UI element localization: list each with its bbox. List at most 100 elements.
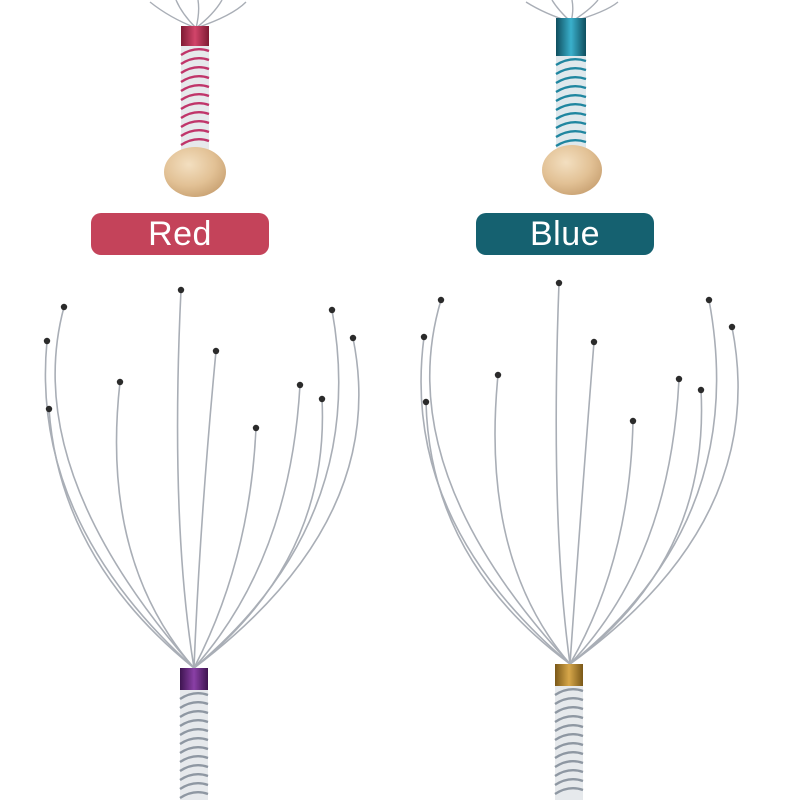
wire-tip: [420, 333, 428, 341]
wire-tip: [629, 417, 637, 425]
wire-tip: [728, 323, 736, 331]
red-massager-handle-top: [149, 0, 247, 197]
head-massager-wire-icon: [44, 289, 360, 669]
coil-turn: [554, 769, 584, 778]
coil-turn: [180, 111, 210, 120]
variant-label-red[interactable]: Red: [91, 213, 269, 255]
coil-turn: [180, 84, 210, 93]
blue-variant-massager: [420, 279, 739, 800]
wire-tip: [590, 338, 598, 346]
wire-tip: [494, 371, 502, 379]
wire-tip: [45, 405, 53, 413]
coil-wrap: [179, 692, 209, 800]
massager-wire: [569, 378, 680, 665]
massager-wire: [569, 420, 634, 665]
coil-wrap: [180, 48, 210, 147]
coil-turn: [554, 742, 584, 751]
coil-turn: [180, 66, 210, 75]
wire-tip: [555, 279, 563, 287]
coil-turn: [554, 715, 584, 724]
coil-turn: [179, 710, 209, 719]
massager-wire: [176, 289, 195, 669]
coil-turn: [180, 138, 210, 147]
red-collar: [181, 26, 209, 46]
coil-turn: [555, 76, 587, 85]
coil-turn: [554, 697, 584, 706]
wire-tips: [43, 286, 357, 432]
wire-bundle-top-left: [149, 0, 247, 29]
massager-wire: [569, 299, 718, 665]
coil-turn: [179, 773, 209, 782]
coil-turn: [554, 706, 584, 715]
coil-turn: [555, 85, 587, 94]
coil-turn: [554, 724, 584, 733]
massager-wire: [193, 350, 217, 669]
coil-turn: [555, 103, 587, 112]
coil-turn: [179, 764, 209, 773]
coil-turn: [554, 760, 584, 769]
coil-turn: [555, 121, 587, 130]
massager-wire: [429, 299, 571, 665]
coil-turn: [179, 701, 209, 710]
wire-tip: [296, 381, 304, 389]
massager-wire: [555, 282, 571, 665]
wire-tip: [43, 337, 51, 345]
coil-turn: [179, 728, 209, 737]
wire-tips: [420, 279, 736, 425]
coil-turn: [179, 692, 209, 701]
coil-turn: [180, 129, 210, 138]
coil-turn: [180, 48, 210, 57]
massager-wire: [193, 337, 360, 669]
coil-wrap: [555, 58, 587, 148]
coil-turn: [180, 75, 210, 84]
massager-wire: [425, 401, 571, 665]
coil-turn: [555, 67, 587, 76]
wire-tip: [318, 395, 326, 403]
wire-tip: [60, 303, 68, 311]
wire-tip: [328, 306, 336, 314]
coil-turn: [554, 778, 584, 787]
coil-spring: [180, 690, 208, 800]
wire-tip: [177, 286, 185, 294]
coil-turn: [554, 733, 584, 742]
massager-wire: [193, 309, 340, 669]
head-massager-wire-icon: [420, 282, 739, 665]
wire-tip: [349, 334, 357, 342]
coil-turn: [180, 120, 210, 129]
wooden-ball-handle-icon: [542, 145, 602, 195]
coil-turn: [179, 737, 209, 746]
purple-collar: [180, 668, 208, 690]
wire-tip: [212, 347, 220, 355]
massager-wire: [193, 384, 301, 669]
coil-turn: [555, 94, 587, 103]
massager-wire: [420, 336, 571, 665]
coil-turn: [179, 719, 209, 728]
coil-turn: [554, 787, 584, 796]
coil-turn: [555, 130, 587, 139]
coil-turn: [179, 791, 209, 800]
coil-turn: [554, 688, 584, 697]
coil-turn: [555, 139, 587, 148]
massager-wire: [54, 306, 195, 669]
coil-turn: [180, 57, 210, 66]
coil-turn: [180, 102, 210, 111]
wire-tip: [697, 386, 705, 394]
massager-wire: [115, 381, 195, 669]
blue-collar: [556, 18, 586, 56]
coil-turn: [555, 112, 587, 121]
coil-turn: [180, 93, 210, 102]
massager-wire: [193, 427, 257, 669]
wire-tip: [252, 424, 260, 432]
coil-turn: [179, 782, 209, 791]
variant-label-blue[interactable]: Blue: [476, 213, 654, 255]
coil-turn: [554, 751, 584, 760]
wooden-ball-handle-icon: [164, 147, 226, 197]
coil-wrap: [554, 688, 584, 796]
coil-turn: [179, 755, 209, 764]
gold-collar: [555, 664, 583, 686]
coil-turn: [555, 58, 587, 67]
massager-wire: [48, 408, 195, 669]
massager-wire: [494, 374, 571, 665]
